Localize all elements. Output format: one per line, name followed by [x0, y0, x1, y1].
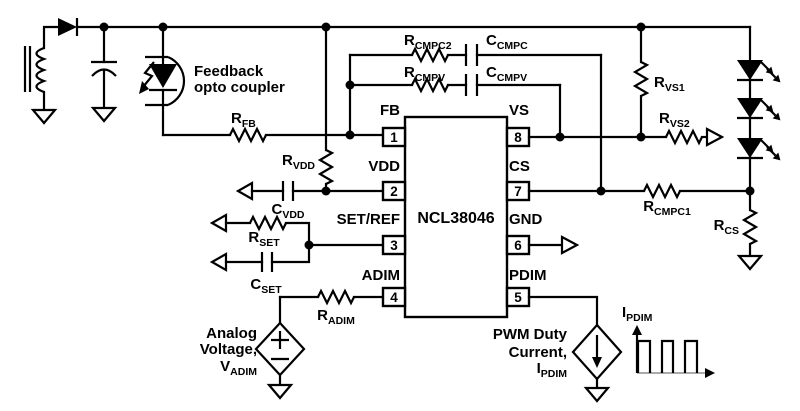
rfb-label: RFB — [231, 110, 256, 130]
ground-symbol — [266, 383, 294, 400]
analog-source-line1: Analog — [206, 325, 257, 342]
analog-source-symbol-label: VADIM — [220, 358, 257, 378]
pin-fb-label: FB — [380, 102, 400, 119]
resistor-rfb: RFB — [161, 110, 385, 144]
pin-5-number: 5 — [514, 290, 522, 305]
resistor-rset: RSET — [209, 213, 311, 249]
ccmpc-label: CCMPC — [486, 32, 528, 52]
led-3 — [737, 138, 781, 161]
pin-pdim-label: PDIM — [509, 267, 547, 284]
current-arrow-down-icon — [592, 357, 602, 368]
ccmpv-label: CCMPV — [486, 64, 527, 84]
signal-arrow-right-icon — [560, 235, 580, 255]
pdim-waveform: IPDIM — [622, 304, 715, 378]
ic-ncl38046: NCL38046 1 2 3 4 FB VDD SET/REF ADIM 8 7… — [337, 102, 547, 319]
gnd-arrow-left-icon — [209, 213, 228, 233]
resistor-rvs1: RVS1 — [632, 25, 685, 139]
opto-note-line1: Feedback — [194, 63, 264, 80]
ground-symbol — [90, 106, 118, 123]
ic-name: NCL38046 — [417, 210, 494, 227]
capacitor-ccmpc: CCMPC — [464, 32, 603, 66]
ground-symbol — [736, 254, 764, 271]
waveform-label: IPDIM — [622, 304, 653, 324]
ground-symbol — [30, 108, 58, 125]
transformer-winding — [23, 46, 58, 125]
pulse-train — [636, 339, 699, 373]
rvdd-label: RVDD — [282, 152, 315, 172]
resistor-rvdd: RVDD — [282, 25, 335, 193]
axis-arrow-right-icon — [705, 368, 715, 378]
pin-cs-label: CS — [509, 158, 530, 175]
compensation-network: RCMPC2 CCMPC RCMPV CCMPV — [348, 32, 603, 193]
ground-symbol — [583, 386, 611, 403]
resistor-rcmpc2: RCMPC2 — [348, 32, 468, 64]
led-1 — [737, 60, 781, 83]
pwm-current-source: PWM Duty Current, IPDIM — [493, 295, 623, 403]
pin-1-box — [381, 126, 407, 148]
rectifier-diode — [58, 18, 79, 36]
pin-8-number: 8 — [514, 130, 522, 145]
pin-2-box — [381, 180, 407, 202]
radim-label: RADIM — [317, 307, 355, 327]
rvs1-label: RVS1 — [654, 74, 685, 94]
pwm-source-line1: PWM Duty — [493, 326, 568, 343]
pin-3-box — [381, 234, 407, 256]
photo-arrow-icon — [139, 61, 155, 94]
pin-6-number: 6 — [514, 238, 522, 253]
capacitor-cset: CSET — [209, 243, 311, 296]
pin-4-box — [381, 286, 407, 308]
bulk-capacitor — [90, 25, 118, 123]
resistor-rvs2: RVS2 — [659, 110, 725, 147]
pin-gnd-label: GND — [509, 211, 543, 228]
rcmpc1-label: RCMPC1 — [643, 198, 691, 218]
capacitor-ccmpv: CCMPV — [464, 64, 562, 96]
pin-vs-label: VS — [509, 102, 529, 119]
rcs-label: RCS — [714, 217, 739, 237]
led-string — [737, 60, 781, 161]
pin-setref-label: SET/REF — [337, 211, 400, 228]
rcmpc2-label: RCMPC2 — [404, 32, 452, 52]
vs-network: RVS1 RVS2 — [527, 25, 725, 147]
rcmpv-label: RCMPV — [404, 64, 445, 84]
resistor-rcmpv: RCMPV — [348, 64, 468, 94]
pin-2-number: 2 — [390, 184, 398, 199]
pin-7-number: 7 — [514, 184, 522, 199]
pin-3-number: 3 — [390, 238, 398, 253]
axis-arrow-up-icon — [632, 325, 642, 335]
light-emission-icon — [766, 106, 781, 121]
rset-label: RSET — [248, 229, 280, 249]
pwm-source-symbol-label: IPDIM — [537, 360, 568, 380]
pin-vdd-label: VDD — [368, 158, 400, 175]
pin-adim-label: ADIM — [362, 267, 400, 284]
pin-4-number: 4 — [390, 290, 398, 305]
resistor-radim: RADIM — [278, 288, 385, 327]
light-emission-icon — [766, 68, 781, 83]
cset-label: CSET — [250, 276, 282, 296]
resistor-rcmpc1: RCMPC1 — [527, 182, 752, 218]
cvdd-label: CVDD — [271, 201, 304, 221]
opto-coupler: Feedback opto coupler — [139, 25, 285, 137]
analog-source-line2: Voltage, — [200, 341, 257, 358]
rvs2-label: RVS2 — [659, 110, 690, 130]
opto-note-line2: opto coupler — [194, 79, 285, 96]
analog-voltage-source: Analog Voltage, VADIM — [200, 295, 306, 400]
led-2 — [737, 98, 781, 121]
led-symbol — [149, 64, 177, 88]
gnd-arrow-left-icon — [235, 181, 254, 201]
junction-dots — [99, 22, 755, 250]
gnd-arrow-left-icon — [209, 252, 228, 272]
pin-1-number: 1 — [390, 130, 398, 145]
light-emission-icon — [766, 146, 781, 161]
pwm-source-line2: Current, — [509, 344, 567, 361]
capacitor-cvdd: CVDD — [235, 181, 385, 221]
resistor-rcs: RCS — [714, 188, 764, 271]
gnd-pin-arrow — [527, 235, 580, 255]
signal-arrow-right-icon — [705, 127, 725, 147]
